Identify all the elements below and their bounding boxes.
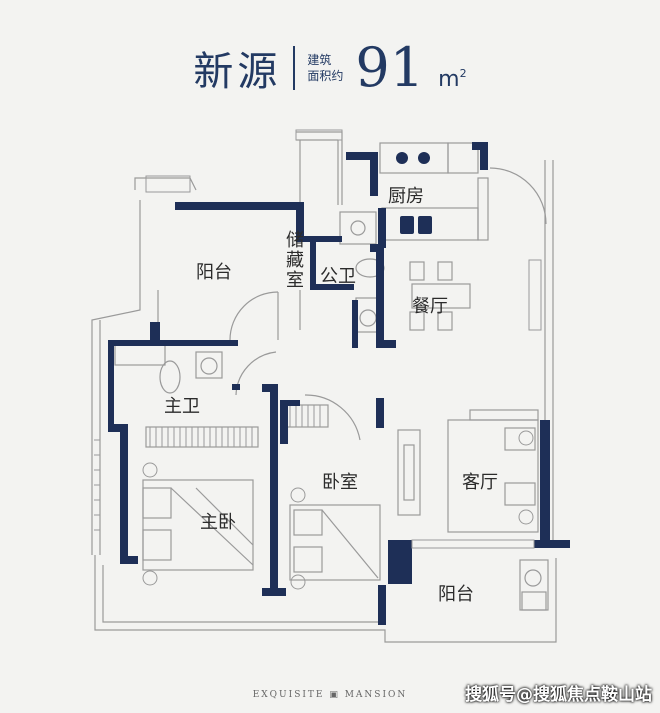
room-label-balcony-top: 阳台 [196,262,232,283]
plan-name: 新源 [193,49,282,95]
walls [108,142,570,625]
area-caption-line2: 面积约 [307,69,344,83]
room-label-master-bedroom: 主卧 [200,512,236,533]
area-unit-sup: 2 [459,67,467,80]
closet-stripes [94,405,321,531]
room-label-kitchen: 厨房 [388,186,424,207]
thin-outlines [91,131,557,643]
room-label-public-bath: 公卫 [320,266,356,287]
room-label-storage: 储藏室 [283,230,304,290]
room-label-master-bath: 主卫 [164,396,200,417]
room-label-living: 客厅 [462,472,498,493]
sink-icon [400,216,432,234]
room-label-dining: 餐厅 [412,296,448,317]
area-unit: m2 [438,67,466,92]
fixtures-round [142,430,534,590]
area-caption-line1: 建筑 [307,53,332,67]
windows [145,129,542,549]
area-value: 91 [355,36,425,99]
watermark: 搜狐号@搜狐焦点鞍山站 [465,685,652,705]
plan-header: 新源 建筑 面积约 91 m2 [0,38,660,98]
room-label-balcony-bottom: 阳台 [438,584,474,605]
stove-icon [396,152,430,164]
area-caption: 建筑 面积约 [307,52,343,84]
header-divider [293,46,296,90]
area-unit-text: m [438,67,460,92]
room-label-bedroom: 卧室 [322,472,358,493]
brand-footer: EXQUISITE ▣ MANSION [252,690,408,700]
